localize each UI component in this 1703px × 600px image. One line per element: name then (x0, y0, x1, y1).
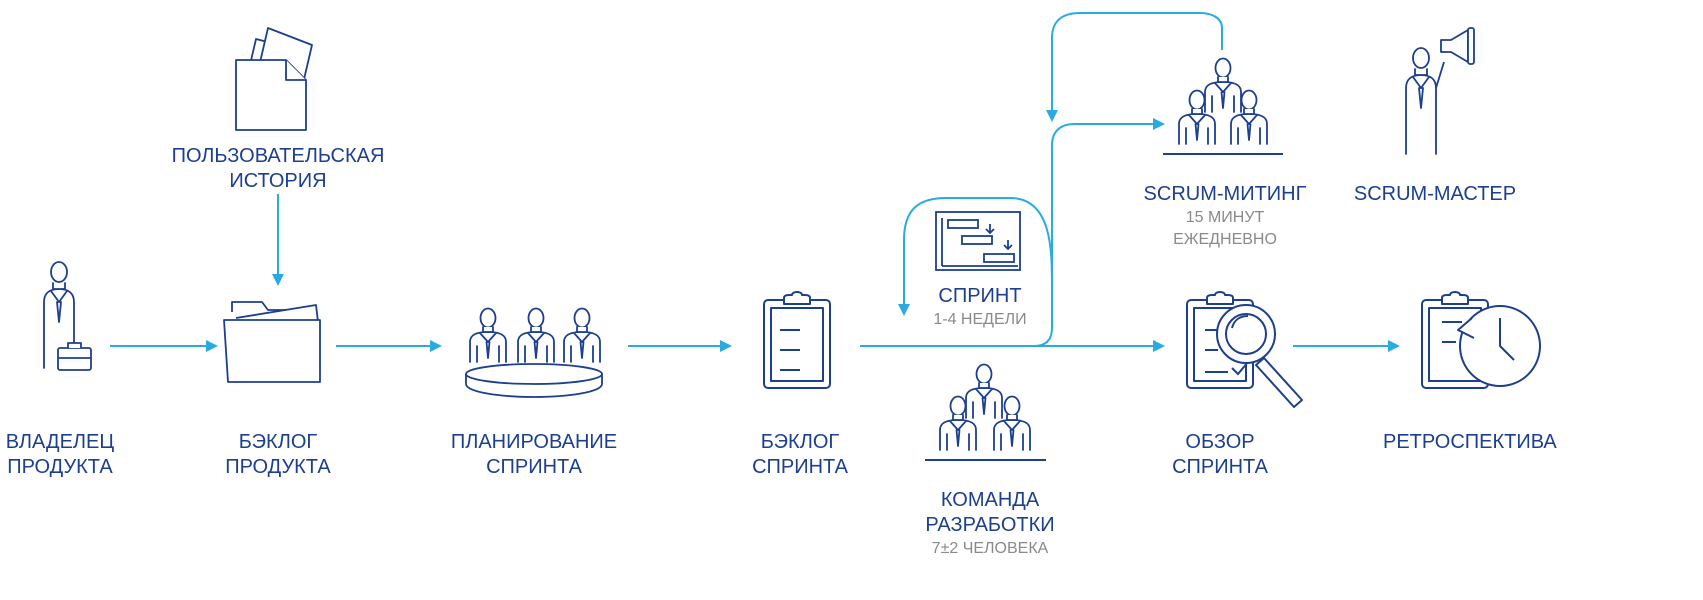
dev-team-label: КОМАНДА РАЗРАБОТКИ 7±2 ЧЕЛОВЕКА (905, 488, 1075, 560)
user-story-line1: ПОЛЬЗОВАТЕЛЬСКАЯ (171, 145, 385, 167)
sprint-label: СПРИНТ 1-4 НЕДЕЛИ (910, 284, 1050, 331)
documents-icon (235, 27, 313, 131)
scrum-meeting-frequency: ЕЖЕДНЕВНО (1173, 230, 1277, 248)
scrum-meeting-line1: SCRUM-МИТИНГ (1143, 183, 1307, 205)
sprint-backlog-line1: БЭКЛОГ (760, 431, 840, 453)
user-story-line2: ИСТОРИЯ (229, 170, 327, 192)
dev-team-size: 7±2 ЧЕЛОВЕКА (931, 540, 1049, 557)
sprint-duration: 1-4 НЕДЕЛИ (933, 311, 1027, 328)
user-story-label: ПОЛЬЗОВАТЕЛЬСКАЯ ИСТОРИЯ (163, 144, 393, 194)
team-icon (925, 363, 1046, 461)
scrum-meeting-team-icon (1163, 57, 1283, 155)
sprint-review-label: ОБЗОР СПРИНТА (1160, 430, 1280, 480)
retrospective-line1: РЕТРОСПЕКТИВА (1383, 431, 1557, 453)
scrum-meeting-label: SCRUM-МИТИНГ 15 МИНУТ ЕЖЕДНЕВНО (1140, 182, 1310, 250)
sprint-backlog-line2: СПРИНТА (752, 456, 848, 478)
gantt-chart-icon (935, 211, 1021, 271)
folder-icon (223, 301, 321, 383)
product-owner-label: ВЛАДЕЛЕЦ ПРОДУКТА (0, 430, 120, 480)
connector-lines (110, 12, 1390, 347)
sprint-review-line1: ОБЗОР (1185, 431, 1255, 453)
product-backlog-label: БЭКЛОГ ПРОДУКТА (208, 430, 348, 480)
sprint-planning-line2: СПРИНТА (486, 456, 582, 478)
scrum-meeting-duration: 15 МИНУТ (1185, 209, 1265, 226)
sprint-backlog-label: БЭКЛОГ СПРИНТА (730, 430, 870, 480)
clipboard-icon (763, 291, 831, 389)
product-owner-line2: ПРОДУКТА (7, 456, 113, 478)
sprint-planning-line1: ПЛАНИРОВАНИЕ (450, 431, 618, 453)
product-owner-line1: ВЛАДЕЛЕЦ (5, 431, 115, 453)
sprint-planning-label: ПЛАНИРОВАНИЕ СПРИНТА (434, 430, 634, 480)
arrow-heads (206, 110, 1400, 352)
sprint-line1: СПРИНТ (938, 285, 1022, 307)
dev-team-line1: КОМАНДА (940, 489, 1040, 511)
product-backlog-line2: ПРОДУКТА (225, 456, 331, 478)
meeting-table-icon (465, 307, 603, 398)
clipboard-clock-icon (1421, 291, 1541, 389)
retrospective-label: РЕТРОСПЕКТИВА (1383, 430, 1557, 455)
product-backlog-line1: БЭКЛОГ (238, 431, 318, 453)
dev-team-line2: РАЗРАБОТКИ (925, 514, 1055, 536)
sprint-review-line2: СПРИНТА (1172, 456, 1268, 478)
person-with-briefcase-icon (43, 261, 92, 371)
scrum-master-line1: SCRUM-МАСТЕР (1353, 183, 1517, 205)
clipboard-magnifier-icon (1186, 291, 1303, 408)
scrum-master-label: SCRUM-МАСТЕР (1345, 182, 1525, 207)
person-with-megaphone-icon (1405, 27, 1475, 155)
